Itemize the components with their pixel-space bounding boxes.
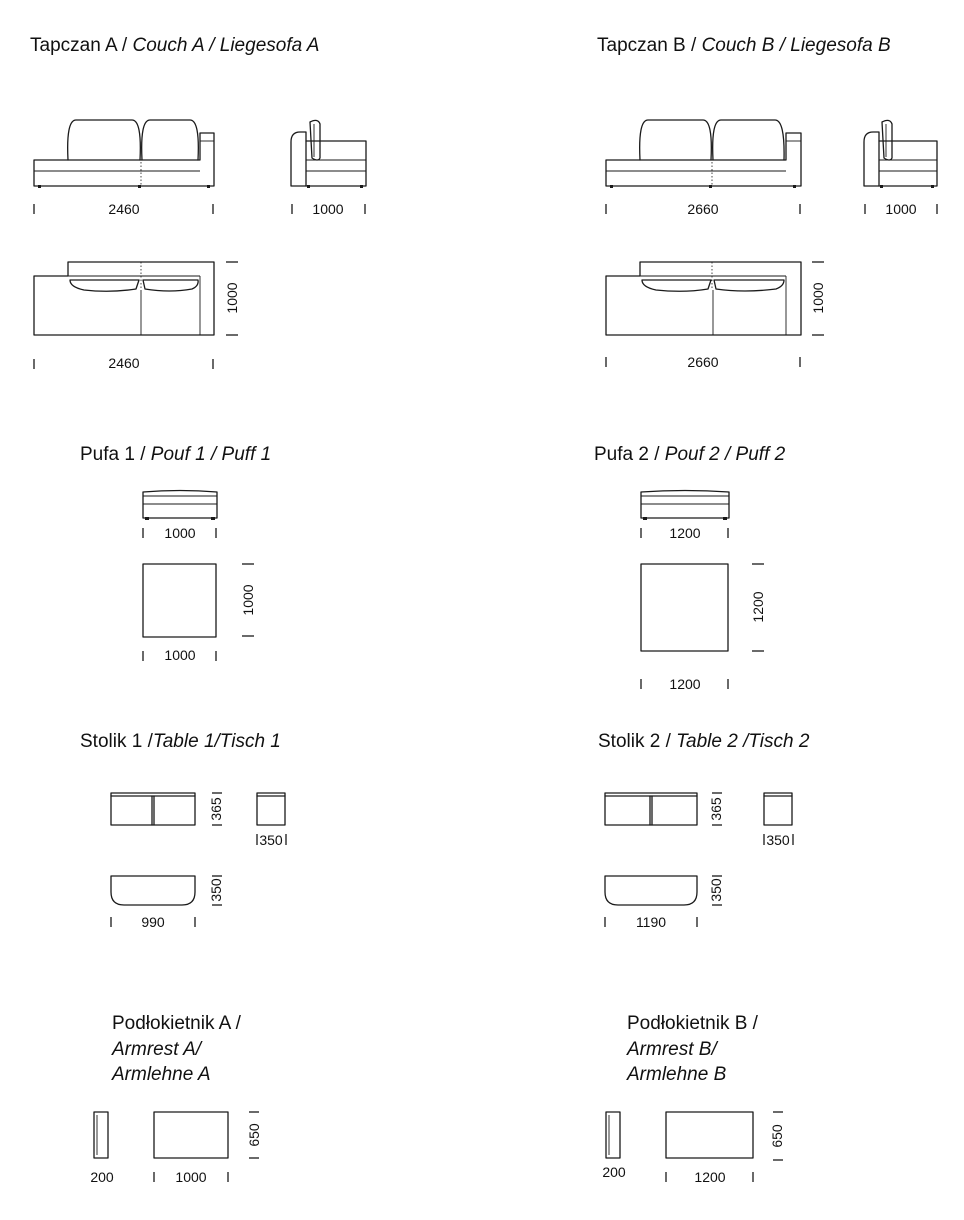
- table-2-top-depth-dimension: 350: [708, 875, 724, 906]
- svg-text:350: 350: [208, 878, 224, 902]
- table-1-section: Stolik 1 /Table 1/Tisch 1 365 350: [80, 731, 287, 930]
- couch-a-front-width-dimension: 2460: [33, 201, 214, 217]
- couch-a-top-depth-dimension: 1000: [224, 261, 240, 336]
- pouf-2-title: Pufa 2 / Pouf 2 / Puff 2: [594, 444, 786, 465]
- svg-text:1190: 1190: [636, 914, 666, 930]
- couch-b-front-view: [605, 119, 802, 188]
- svg-text:1200: 1200: [669, 525, 700, 541]
- pouf-1-top-view: [142, 563, 217, 638]
- table-2-height-dimension: 365: [708, 792, 724, 826]
- table-2-side-view: [763, 792, 793, 826]
- armrest-b-thickness-label: 200: [602, 1164, 626, 1180]
- pouf-1-section: Pufa 1 / Pouf 1 / Puff 1 1000 1000 1000: [80, 444, 271, 663]
- armrest-a-title-line-2: Armrest A/: [111, 1039, 203, 1060]
- svg-text:350: 350: [708, 878, 724, 902]
- armrest-b-side-view: [665, 1111, 754, 1159]
- pouf-2-top-depth-dimension: 1200: [750, 563, 766, 652]
- table-1-title: Stolik 1 /Table 1/Tisch 1: [80, 731, 281, 752]
- couch-a-top-width-dimension: 2460: [33, 355, 214, 371]
- table-1-side-depth-dimension: 350: [256, 832, 287, 848]
- table-1-top-width-dimension: 990: [110, 914, 196, 930]
- table-2-section: Stolik 2 / Table 2 /Tisch 2 365 350: [598, 731, 810, 930]
- armrest-b-title-line-1: Podłokietnik B /: [627, 1013, 759, 1034]
- pouf-2-top-view: [640, 563, 729, 652]
- couch-a-side-depth-dimension: 1000: [291, 201, 366, 217]
- table-2-top-view: [604, 875, 698, 906]
- armrest-a-height-dimension: 650: [246, 1111, 262, 1159]
- svg-text:365: 365: [708, 797, 724, 821]
- armrest-b-title-line-2: Armrest B/: [626, 1039, 718, 1060]
- pouf-1-side-view: [142, 489, 218, 520]
- svg-text:365: 365: [208, 797, 224, 821]
- pouf-2-top-width-dimension: 1200: [640, 676, 729, 692]
- svg-text:990: 990: [141, 914, 165, 930]
- armrest-b-section: Podłokietnik B / Armrest B/ Armlehne B 2…: [602, 1013, 785, 1185]
- pouf-1-top-depth-dimension: 1000: [240, 563, 256, 637]
- couch-a-section: Tapczan A / Couch A / Liegesofa A 2460: [30, 35, 367, 371]
- armrest-a-thickness-label: 200: [90, 1169, 114, 1185]
- couch-a-front-view: [33, 119, 215, 188]
- pouf-1-title: Pufa 1 / Pouf 1 / Puff 1: [80, 444, 271, 465]
- svg-text:1000: 1000: [312, 201, 343, 217]
- svg-text:1000: 1000: [885, 201, 916, 217]
- svg-text:1000: 1000: [224, 282, 240, 313]
- svg-text:2460: 2460: [108, 355, 139, 371]
- couch-a-title: Tapczan A / Couch A / Liegesofa A: [30, 35, 319, 56]
- couch-b-top-view: [605, 261, 802, 336]
- table-2-side-depth-dimension: 350: [763, 832, 794, 848]
- armrest-a-side-view: [153, 1111, 229, 1159]
- couch-b-side-depth-dimension: 1000: [864, 201, 938, 217]
- armrest-b-length-dimension: 1200: [665, 1169, 754, 1185]
- table-1-height-dimension: 365: [208, 792, 224, 826]
- couch-b-top-width-dimension: 2660: [605, 354, 801, 370]
- pouf-1-top-width-dimension: 1000: [142, 647, 217, 663]
- svg-text:1000: 1000: [240, 584, 256, 615]
- table-1-top-view: [110, 875, 196, 906]
- armrest-b-title-line-3: Armlehne B: [626, 1064, 727, 1085]
- svg-text:1000: 1000: [164, 647, 195, 663]
- svg-text:2460: 2460: [108, 201, 139, 217]
- table-1-side-view: [256, 792, 286, 826]
- table-2-title: Stolik 2 / Table 2 /Tisch 2: [598, 731, 810, 752]
- svg-text:1200: 1200: [694, 1169, 725, 1185]
- svg-text:1200: 1200: [669, 676, 700, 692]
- pouf-1-side-width-dimension: 1000: [142, 525, 217, 541]
- armrest-b-end-view: [605, 1111, 621, 1159]
- svg-text:350: 350: [766, 832, 790, 848]
- pouf-2-side-view: [640, 489, 730, 520]
- svg-text:1200: 1200: [750, 591, 766, 622]
- svg-text:1000: 1000: [175, 1169, 206, 1185]
- svg-text:650: 650: [769, 1124, 785, 1148]
- svg-text:1000: 1000: [164, 525, 195, 541]
- couch-b-top-depth-dimension: 1000: [810, 261, 826, 336]
- pouf-2-side-width-dimension: 1200: [640, 525, 729, 541]
- couch-a-side-view: [290, 119, 367, 188]
- couch-b-front-width-dimension: 2660: [605, 201, 801, 217]
- table-2-front-view: [604, 792, 698, 826]
- armrest-a-title-line-1: Podłokietnik A /: [112, 1013, 242, 1034]
- couch-b-title: Tapczan B / Couch B / Liegesofa B: [597, 35, 891, 56]
- table-1-front-view: [110, 792, 196, 826]
- svg-text:1000: 1000: [810, 282, 826, 313]
- armrest-a-section: Podłokietnik A / Armrest A/ Armlehne A 2…: [90, 1013, 262, 1185]
- armrest-a-length-dimension: 1000: [153, 1169, 229, 1185]
- couch-b-section: Tapczan B / Couch B / Liegesofa B 2660: [597, 35, 938, 370]
- armrest-a-end-view: [93, 1111, 109, 1159]
- pouf-2-section: Pufa 2 / Pouf 2 / Puff 2 1200 1200 1200: [594, 444, 786, 692]
- armrest-b-height-dimension: 650: [769, 1111, 785, 1161]
- table-1-top-depth-dimension: 350: [208, 875, 224, 906]
- armrest-a-title-line-3: Armlehne A: [111, 1064, 211, 1085]
- svg-text:2660: 2660: [687, 201, 718, 217]
- table-2-top-width-dimension: 1190: [604, 914, 698, 930]
- couch-b-side-view: [863, 119, 938, 188]
- svg-text:650: 650: [246, 1123, 262, 1147]
- couch-a-top-view: [33, 261, 215, 336]
- svg-text:350: 350: [259, 832, 283, 848]
- svg-text:2660: 2660: [687, 354, 718, 370]
